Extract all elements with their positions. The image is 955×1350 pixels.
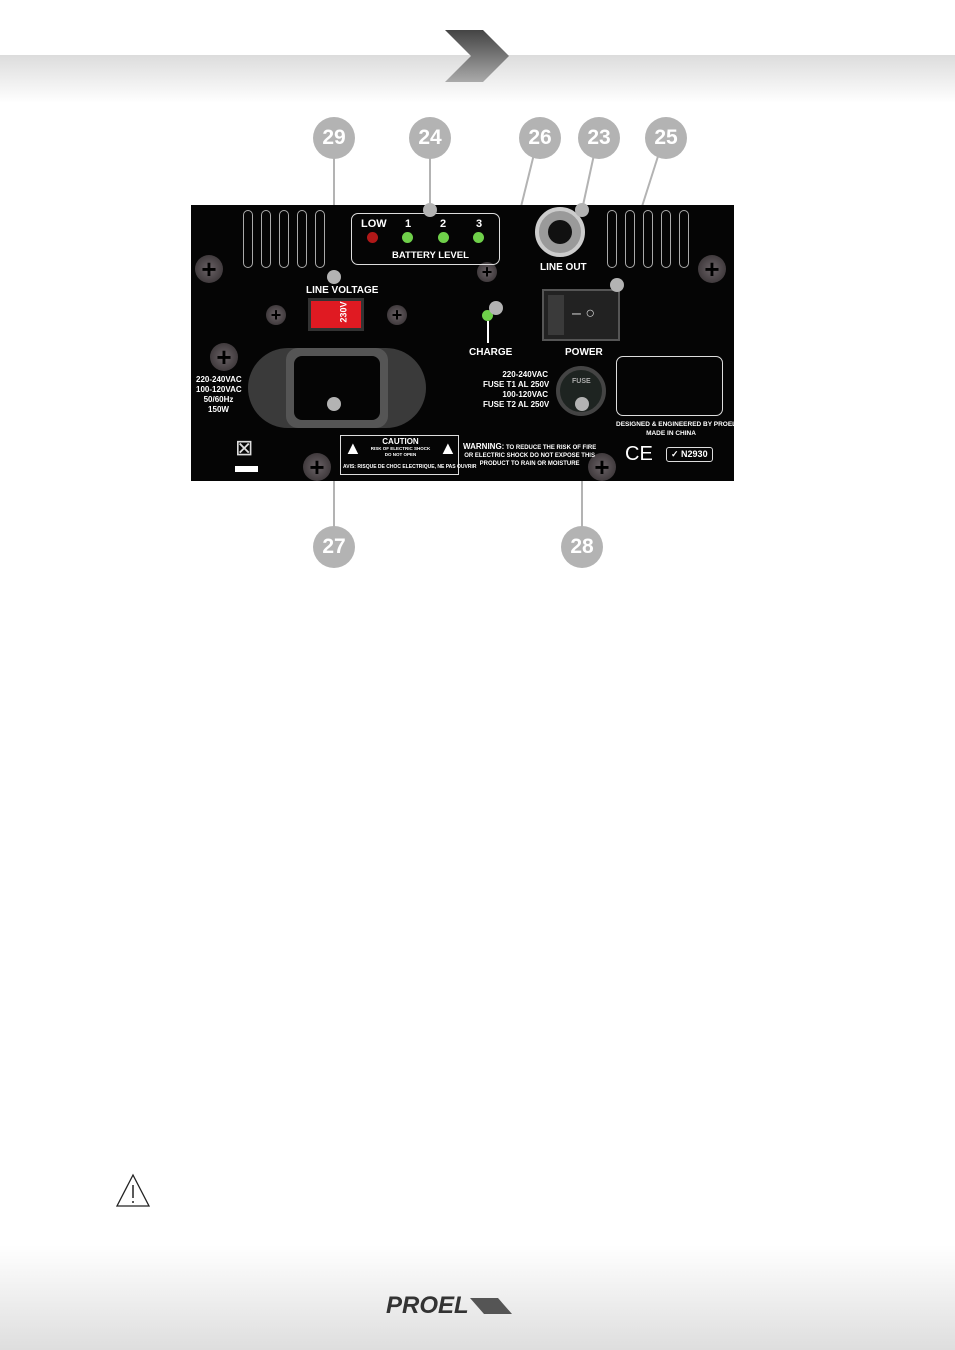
callout-dot [489,301,503,315]
callout-24: 24 [409,117,451,159]
proel-logo-text: PROEL [386,1292,469,1319]
line-voltage-label: LINE VOLTAGE [306,285,379,296]
line-out-label: LINE OUT [540,262,587,273]
screw-icon: + [387,305,407,325]
warning-triangle-icon [115,1173,151,1207]
rear-panel-illustration: + + + + + + + + LOW 1 2 3 BATTERY LEVEL … [191,205,734,481]
callout-dot [423,203,437,217]
callout-27: 27 [313,526,355,568]
charge-led [482,310,493,321]
screw-icon: + [477,262,497,282]
battery-2-label: 2 [440,218,447,230]
fuse-holder: FUSE [556,366,606,416]
screw-icon: + [210,343,238,371]
led-1 [402,232,413,243]
voltage-value: 230V [338,301,349,323]
callout-26: 26 [519,117,561,159]
charge-line [487,321,489,343]
serial-label-area [616,356,723,416]
proel-logo-mark-icon [469,1298,512,1314]
footer-band [0,1245,955,1350]
screw-icon: + [303,453,331,481]
led-2 [438,232,449,243]
callout-29: 29 [313,117,355,159]
callout-dot [610,278,624,292]
screw-icon: + [266,305,286,325]
charge-label: CHARGE [469,347,513,358]
vent-right [607,210,689,268]
fuse-label: FUSE [572,378,591,385]
voltage-selector-switch: 230V [308,298,364,331]
battery-3-label: 3 [476,218,483,230]
callout-dot [327,397,341,411]
proel-logo: PROEL [386,1292,514,1320]
iec-power-inlet [248,348,426,428]
chevron-logo-icon [445,30,509,82]
led-3 [473,232,484,243]
ce-mark: CE [625,443,653,465]
screw-icon: + [588,453,616,481]
battery-level-label: BATTERY LEVEL [392,250,469,261]
battery-low-label: LOW [361,218,387,230]
line-out-jack [535,207,585,257]
power-switch: – ○ [542,289,620,341]
screw-icon: + [698,255,726,283]
callout-dot [575,397,589,411]
battery-level-indicator: LOW 1 2 3 BATTERY LEVEL [351,213,500,265]
screw-icon: + [195,255,223,283]
vent-left [243,210,325,268]
weee-bar [235,466,258,472]
callout-dot [327,270,341,284]
led-low [367,232,378,243]
battery-1-label: 1 [405,218,412,230]
callout-dot [575,203,589,217]
callout-28: 28 [561,526,603,568]
callout-25: 25 [645,117,687,159]
power-label: POWER [565,347,603,358]
weee-bin-icon: ⊠ [235,435,254,460]
callout-23: 23 [578,117,620,159]
n-code-mark: ✓ N2930 [666,447,713,462]
